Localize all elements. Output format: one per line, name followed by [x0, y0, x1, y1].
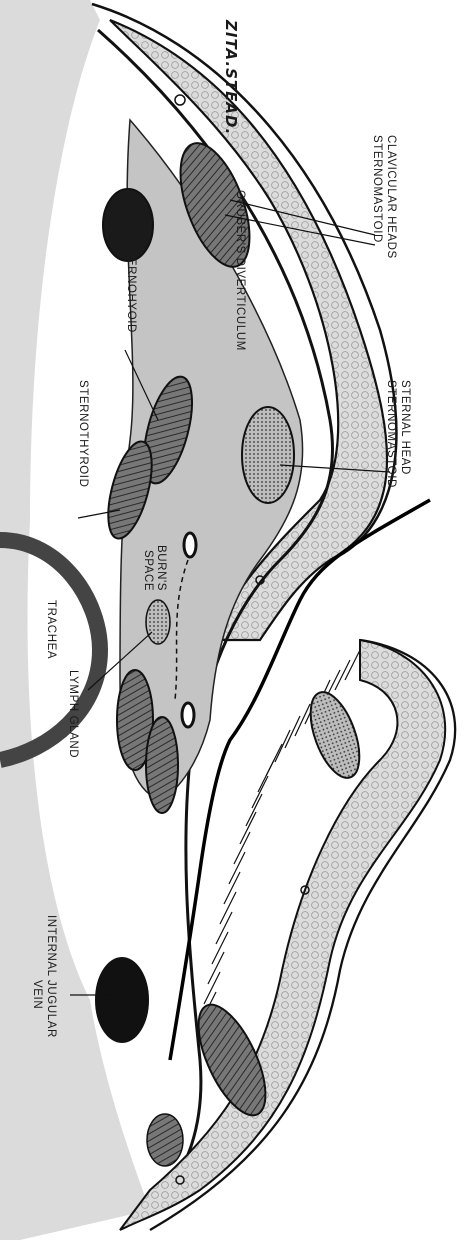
lower-sternal-muscle: [301, 686, 369, 784]
label-sternal-sternomastoid: STERNOMASTOID: [385, 380, 397, 488]
label-lymph-gland: LYMPH GLAND: [67, 670, 79, 758]
label-burns: BURN'S: [155, 545, 167, 591]
label-clavicular-sternomastoid: STERNOMASTOID: [371, 135, 383, 243]
label-sternothyroid: STERNOTHYROID: [77, 380, 89, 487]
label-grubers-diverticulum: GRÜBER'S DIVERTICULUM: [234, 190, 246, 351]
label-space: SPACE: [142, 550, 154, 591]
artist-signature: ZITA.STEAD.: [222, 19, 240, 135]
label-sternohyoid: STERNOHYOID: [125, 242, 137, 333]
vessel-burns-upper: [184, 533, 196, 557]
label-sternal-head: STERNAL HEAD: [399, 380, 411, 475]
bottom-striated-muscle: [147, 1114, 183, 1166]
label-vein: VEIN: [31, 980, 43, 1009]
sternal-head-muscle: [242, 407, 294, 503]
label-trachea: TRACHEA: [45, 600, 57, 659]
vessel-burns-lower: [182, 703, 194, 727]
lower-muscle-2: [146, 717, 178, 813]
label-internal-jugular: INTERNAL JUGULAR: [45, 915, 57, 1038]
lymph-gland: [146, 600, 170, 644]
label-clavicular-heads: CLAVICULAR HEADS: [385, 135, 397, 259]
internal-jugular-vein: [96, 958, 148, 1042]
small-vessel-1: [175, 95, 185, 105]
